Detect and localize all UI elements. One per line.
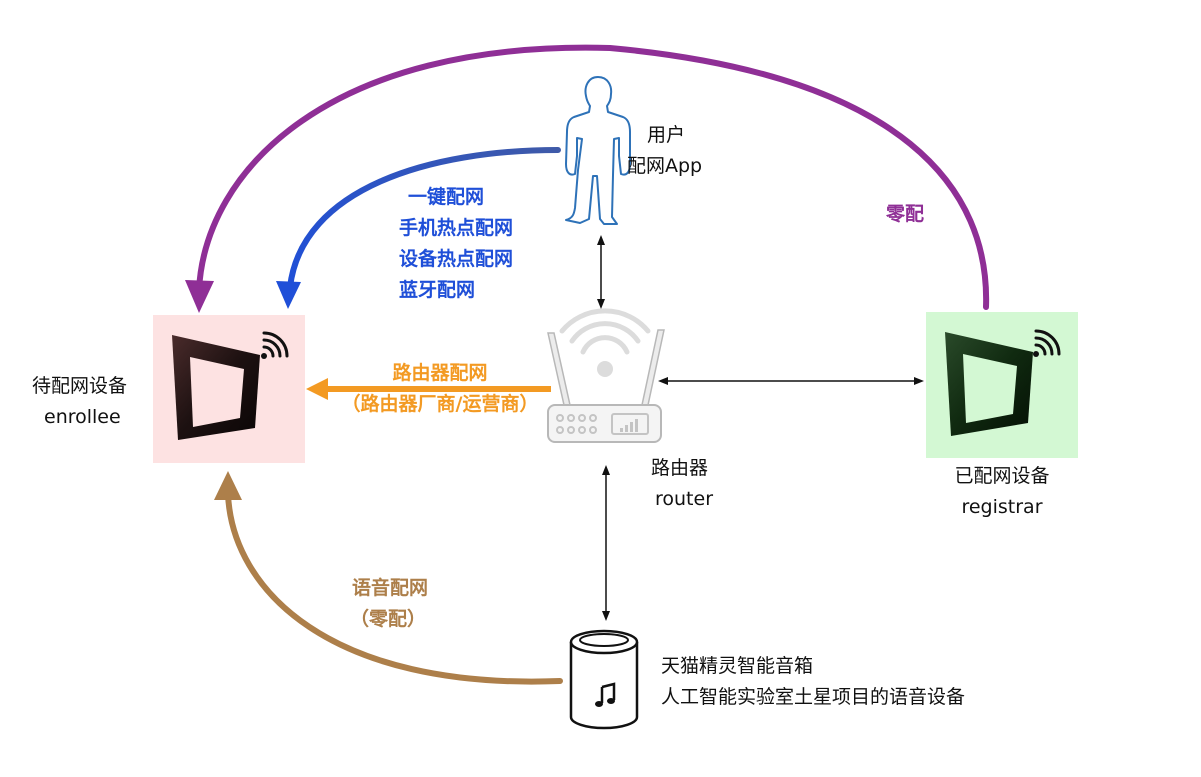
registrar-label-en: registrar — [961, 496, 1043, 518]
speaker-label-name: 天猫精灵智能音箱 — [661, 655, 814, 677]
router-registrar-link — [658, 377, 924, 385]
user-router-link — [597, 235, 605, 309]
zero-config-arrow — [185, 44, 990, 313]
person-outline-icon — [565, 76, 631, 225]
voice-config-label-sub: （零配） — [350, 608, 427, 630]
router-config-label-main: 路由器配网 — [392, 362, 488, 384]
enrollee-label-cn: 待配网设备 — [32, 375, 128, 397]
router-config-arrow — [306, 378, 551, 400]
voice-config-arrow — [214, 471, 563, 685]
user-label: 用户 配网App — [627, 120, 702, 182]
registrar-label-cn: 已配网设备 — [954, 465, 1050, 487]
router-label-en: router — [655, 488, 714, 510]
enrollee-label-en: enrollee — [44, 406, 121, 428]
router-label: 路由器 router — [651, 453, 713, 515]
speaker-label: 天猫精灵智能音箱 人工智能实验室土星项目的语音设备 — [661, 651, 965, 713]
smart-device-icon — [945, 332, 1033, 436]
app-method-item: 蓝牙配网 — [399, 279, 476, 301]
user-label-cn: 用户 — [647, 124, 686, 146]
app-config-arrow — [276, 147, 561, 309]
voice-config-label: 语音配网 （零配） — [350, 573, 429, 635]
smart-device-icon — [172, 335, 260, 440]
wifi-signal-icon — [261, 331, 289, 359]
wifi-router-icon — [547, 308, 665, 443]
voice-config-label-main: 语音配网 — [352, 577, 429, 599]
router-config-label: 路由器配网 （路由器厂商/运营商） — [325, 358, 555, 420]
wifi-signal-icon — [1033, 329, 1061, 357]
music-note-icon — [595, 682, 616, 707]
user-label-app: 配网App — [627, 155, 703, 177]
zero-config-label: 零配 — [886, 203, 925, 225]
router-config-label-sub: （路由器厂商/运营商） — [341, 393, 539, 415]
speaker-label-desc: 人工智能实验室土星项目的语音设备 — [661, 686, 966, 708]
app-method-item: 设备热点配网 — [399, 248, 514, 270]
smart-speaker-icon — [569, 629, 639, 730]
app-methods-list: 一键配网 手机热点配网 设备热点配网 蓝牙配网 — [399, 182, 513, 306]
enrollee-label: 待配网设备 enrollee — [32, 371, 127, 433]
router-label-cn: 路由器 — [651, 457, 709, 479]
registrar-label: 已配网设备 registrar — [930, 461, 1074, 523]
app-method-item: 手机热点配网 — [399, 217, 514, 239]
router-speaker-link — [602, 465, 610, 621]
app-method-item: 一键配网 — [408, 186, 485, 208]
